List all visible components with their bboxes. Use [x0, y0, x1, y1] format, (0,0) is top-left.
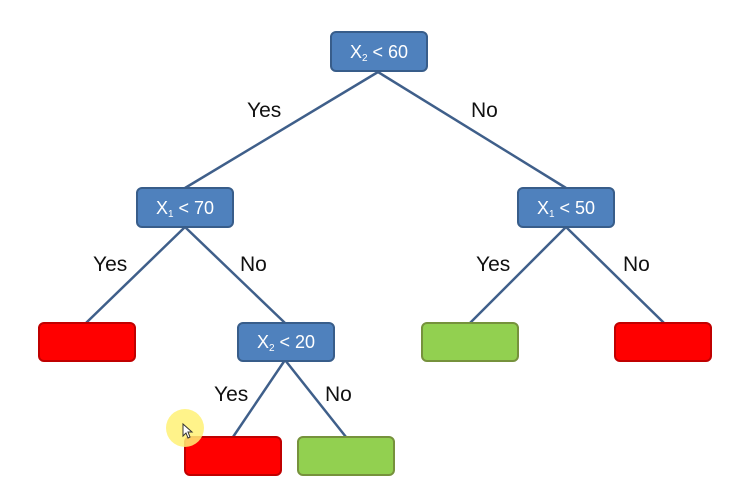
- decision-text: X2 < 60: [350, 42, 408, 64]
- tree-edges: [85, 70, 665, 438]
- leaf-right-no: [614, 322, 712, 362]
- edge-left-leftno: [184, 226, 286, 324]
- cursor-arrow: [182, 422, 194, 439]
- edge-labels: Yes No Yes No Yes No Yes No: [93, 99, 650, 406]
- leaf-left-no-yes: [184, 436, 282, 476]
- subscript: 2: [362, 53, 368, 64]
- decision-text: X2 < 20: [257, 332, 315, 354]
- decision-node-root: X2 < 60: [330, 31, 428, 72]
- leaf-nodes: [38, 322, 712, 476]
- label-root-yes: Yes: [247, 99, 281, 122]
- subscript: 2: [269, 343, 275, 354]
- decision-text: X1 < 50: [537, 198, 595, 220]
- label-left-yes: Yes: [93, 253, 127, 276]
- decision-node-right: X1 < 50: [517, 187, 615, 228]
- subscript: 1: [549, 209, 555, 220]
- label-leftno-yes: Yes: [214, 383, 248, 406]
- subscript: 1: [168, 209, 174, 220]
- edge-right-yes: [469, 226, 567, 324]
- label-root-no: No: [471, 99, 498, 122]
- decision-node-left-no: X2 < 20: [237, 322, 335, 362]
- leaf-left-yes: [38, 322, 136, 362]
- label-left-no: No: [240, 253, 267, 276]
- label-leftno-no: No: [325, 383, 352, 406]
- decision-node-left: X1 < 70: [136, 187, 234, 228]
- decision-box: [136, 187, 234, 228]
- leaf-right-yes: [421, 322, 519, 362]
- edge-root-left: [184, 70, 379, 190]
- decision-box: [237, 322, 335, 362]
- label-right-no: No: [623, 253, 650, 276]
- decision-box: [517, 187, 615, 228]
- edge-left-leftyes: [85, 226, 186, 324]
- leaf-left-no-no: [297, 436, 395, 476]
- edge-right-no: [565, 226, 665, 324]
- edge-root-right: [377, 70, 567, 190]
- edge-leftno-no: [284, 359, 347, 438]
- label-right-yes: Yes: [476, 253, 510, 276]
- edge-leftno-yes: [231, 359, 287, 438]
- mouse-pointer-icon: [166, 409, 204, 447]
- decision-box: [330, 31, 428, 72]
- decision-text: X1 < 70: [156, 198, 214, 220]
